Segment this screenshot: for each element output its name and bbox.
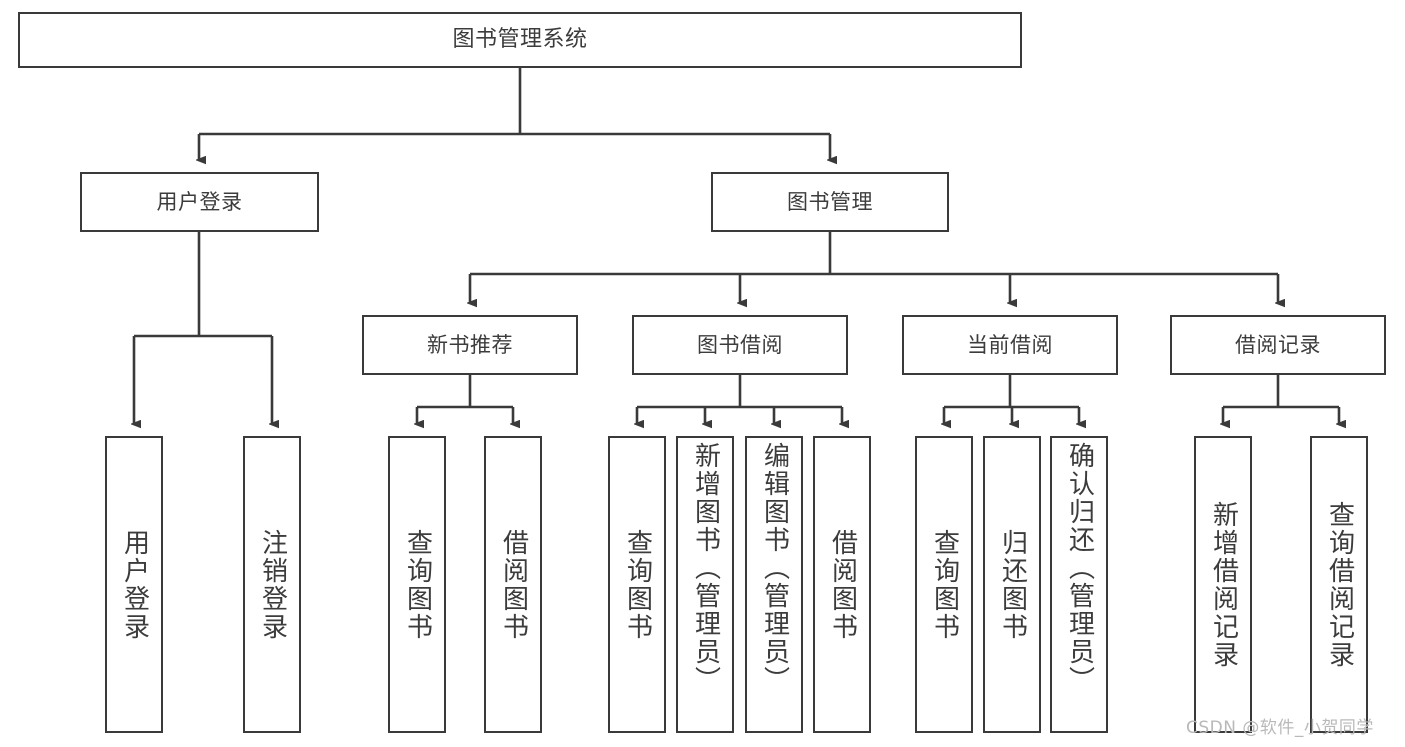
- node-leaf-borrow-book-2-label: 借阅图书: [827, 528, 858, 641]
- node-leaf-query-record-label: 查询借阅记录: [1324, 500, 1355, 669]
- node-leaf-add-book-label: 新增图书（管理员）: [690, 442, 721, 694]
- node-leaf-user-logout[interactable]: 注销登录: [243, 436, 301, 733]
- node-leaf-query-book-1[interactable]: 查询图书: [388, 436, 446, 733]
- node-new-book-recommend-label: 新书推荐: [427, 332, 513, 357]
- node-leaf-confirm-return-label: 确认归还（管理员）: [1064, 442, 1095, 694]
- node-leaf-return-book-label: 归还图书: [997, 528, 1028, 641]
- node-book-manage[interactable]: 图书管理: [711, 172, 949, 232]
- node-leaf-user-logout-label: 注销登录: [257, 528, 288, 641]
- node-leaf-query-book-3[interactable]: 查询图书: [915, 436, 973, 733]
- node-borrow-record[interactable]: 借阅记录: [1170, 315, 1386, 375]
- node-root[interactable]: 图书管理系统: [18, 12, 1022, 68]
- node-leaf-add-record-label: 新增借阅记录: [1208, 500, 1239, 669]
- node-user-login[interactable]: 用户登录: [80, 172, 319, 232]
- node-leaf-borrow-book-1-label: 借阅图书: [498, 528, 529, 641]
- node-leaf-edit-book-label: 编辑图书（管理员）: [759, 442, 790, 694]
- csdn-watermark: CSDN @软件_小贺同学: [1186, 718, 1374, 738]
- node-root-label: 图书管理系统: [452, 27, 588, 52]
- node-leaf-query-book-2[interactable]: 查询图书: [608, 436, 666, 733]
- node-leaf-borrow-book-1[interactable]: 借阅图书: [484, 436, 542, 733]
- node-book-borrow-label: 图书借阅: [697, 332, 783, 357]
- node-leaf-query-record[interactable]: 查询借阅记录: [1310, 436, 1368, 733]
- node-leaf-query-book-1-label: 查询图书: [402, 528, 433, 641]
- node-leaf-add-book[interactable]: 新增图书（管理员）: [676, 436, 734, 733]
- node-leaf-query-book-2-label: 查询图书: [622, 528, 653, 641]
- node-leaf-user-login-label: 用户登录: [119, 528, 150, 641]
- node-leaf-borrow-book-2[interactable]: 借阅图书: [813, 436, 871, 733]
- node-current-borrow[interactable]: 当前借阅: [902, 315, 1118, 375]
- node-new-book-recommend[interactable]: 新书推荐: [362, 315, 578, 375]
- node-book-borrow[interactable]: 图书借阅: [632, 315, 848, 375]
- node-book-manage-label: 图书管理: [787, 189, 873, 214]
- node-current-borrow-label: 当前借阅: [967, 332, 1053, 357]
- node-leaf-return-book[interactable]: 归还图书: [983, 436, 1041, 733]
- node-leaf-confirm-return[interactable]: 确认归还（管理员）: [1050, 436, 1108, 733]
- node-leaf-user-login[interactable]: 用户登录: [105, 436, 163, 733]
- node-leaf-query-book-3-label: 查询图书: [929, 528, 960, 641]
- node-user-login-label: 用户登录: [156, 189, 243, 214]
- node-borrow-record-label: 借阅记录: [1235, 332, 1321, 357]
- node-leaf-edit-book[interactable]: 编辑图书（管理员）: [745, 436, 803, 733]
- node-leaf-add-record[interactable]: 新增借阅记录: [1194, 436, 1252, 733]
